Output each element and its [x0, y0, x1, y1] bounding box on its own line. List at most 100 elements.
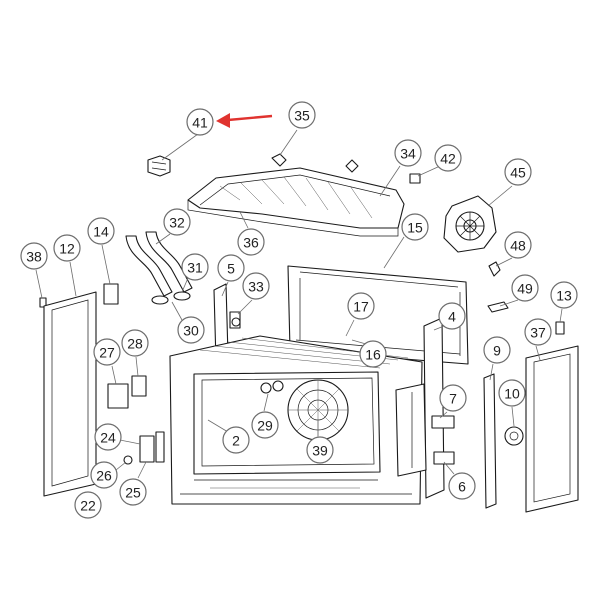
- callout-circle: [394, 139, 422, 167]
- callout-32: 32: [163, 208, 191, 236]
- callout-38: 38: [20, 242, 48, 270]
- callout-16: 16: [359, 340, 387, 368]
- callout-circle: [217, 254, 245, 282]
- callout-6: 6: [448, 472, 476, 500]
- callout-number: 30: [183, 323, 199, 339]
- callout-13: 13: [550, 281, 578, 309]
- callout-number: 22: [80, 498, 96, 514]
- callout-49: 49: [511, 274, 539, 302]
- part-27-28-brackets: [107, 375, 147, 409]
- callout-circle: [87, 217, 115, 245]
- callout-circle: [448, 472, 476, 500]
- callout-27: 27: [93, 338, 121, 366]
- callout-circle: [483, 336, 511, 364]
- callout-circle: [550, 281, 578, 309]
- callout-33: 33: [242, 272, 270, 300]
- callout-number: 16: [365, 347, 381, 363]
- callout-26: 26: [90, 461, 118, 489]
- callout-10: 10: [498, 379, 526, 407]
- callout-circle: [93, 338, 121, 366]
- callout-circle: [163, 208, 191, 236]
- callout-number: 25: [125, 485, 141, 501]
- side-frame: [395, 317, 455, 499]
- callout-circle: [439, 384, 467, 412]
- callout-7: 7: [439, 384, 467, 412]
- callout-circle: [53, 234, 81, 262]
- callout-number: 5: [227, 261, 235, 277]
- callout-circle: [504, 231, 532, 259]
- leader-lines: [35, 129, 563, 479]
- callout-number: 24: [100, 430, 116, 446]
- callout-number: 15: [407, 220, 423, 236]
- callout-number: 28: [127, 336, 143, 352]
- callout-36: 36: [237, 228, 265, 256]
- part-38-clip: [39, 297, 47, 308]
- callout-circle: [511, 274, 539, 302]
- callout-28: 28: [121, 329, 149, 357]
- callout-number: 31: [187, 260, 203, 276]
- part-48-bracket: [488, 261, 501, 277]
- callout-22: 22: [74, 491, 102, 519]
- callout-30: 30: [177, 316, 205, 344]
- callout-12: 12: [53, 234, 81, 262]
- callout-42: 42: [434, 144, 462, 172]
- callout-9: 9: [483, 336, 511, 364]
- top-cover-assembly: [187, 167, 405, 237]
- callout-circle: [90, 461, 118, 489]
- callout-45: 45: [504, 158, 532, 186]
- callout-number: 7: [449, 391, 457, 407]
- callout-number: 48: [510, 238, 526, 254]
- callout-circle: [119, 478, 147, 506]
- callout-24: 24: [94, 423, 122, 451]
- part-14-switch: [103, 283, 119, 305]
- callout-number: 12: [59, 241, 75, 257]
- callout-circle: [181, 253, 209, 281]
- callout-circle: [434, 144, 462, 172]
- part-42-block: [409, 173, 421, 184]
- left-door-panel: [43, 291, 97, 497]
- callout-number: 26: [96, 468, 112, 484]
- callout-circle: [359, 340, 387, 368]
- rear-panel: [287, 265, 469, 365]
- callout-circle: [177, 316, 205, 344]
- callout-39: 39: [306, 436, 334, 464]
- callout-circle: [401, 213, 429, 241]
- callout-number: 27: [99, 345, 115, 361]
- callout-circle: [438, 302, 466, 330]
- callout-circle: [347, 292, 375, 320]
- callout-35: 35: [288, 101, 316, 129]
- callout-number: 36: [243, 235, 259, 251]
- callout-number: 14: [93, 224, 109, 240]
- part-10-knob: [504, 426, 524, 446]
- part-41-bracket: [147, 155, 171, 177]
- callout-number: 42: [440, 151, 456, 167]
- part-45-fan: [443, 195, 497, 253]
- callout-17: 17: [347, 292, 375, 320]
- callout-circle: [251, 411, 279, 439]
- callout-circle: [237, 228, 265, 256]
- callout-number: 33: [248, 279, 264, 295]
- callout-circle: [306, 436, 334, 464]
- callout-number: 39: [312, 443, 328, 459]
- callout-number: 17: [353, 299, 369, 315]
- callout-number: 9: [493, 343, 501, 359]
- callout-number: 13: [556, 288, 572, 304]
- callout-circle: [20, 242, 48, 270]
- highlight-arrow: [216, 113, 273, 128]
- callout-number: 49: [517, 281, 533, 297]
- part-24-26-hinges: [123, 431, 165, 465]
- part-9-trim: [483, 373, 497, 509]
- callout-number: 29: [257, 418, 273, 434]
- callout-4: 4: [438, 302, 466, 330]
- callout-48: 48: [504, 231, 532, 259]
- callout-number: 32: [169, 215, 185, 231]
- callout-14: 14: [87, 217, 115, 245]
- callout-number: 2: [232, 433, 240, 449]
- callout-41: 41: [186, 108, 214, 136]
- callout-number: 35: [294, 108, 310, 124]
- callout-circle: [94, 423, 122, 451]
- callout-31: 31: [181, 253, 209, 281]
